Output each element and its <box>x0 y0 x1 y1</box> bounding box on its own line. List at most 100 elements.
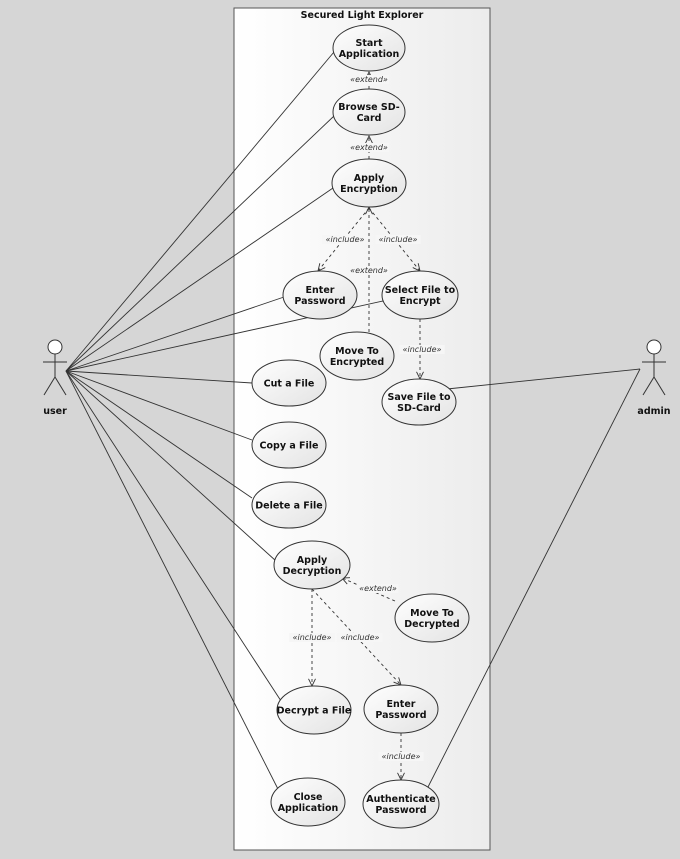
use-case-ellipse[interactable] <box>381 270 459 320</box>
association-admin-save <box>446 368 641 390</box>
use-case-label: Encrypted <box>330 357 384 368</box>
relation-label: «include» <box>326 235 365 244</box>
use-case-label: Encryption <box>340 184 398 195</box>
actor-left-leg <box>43 376 56 396</box>
use-case-label: Apply <box>297 555 328 566</box>
use-case-ellipse[interactable] <box>273 540 351 590</box>
relation-label-bg <box>348 266 390 275</box>
use-case-label: Start <box>355 38 382 49</box>
relation-label: «include» <box>403 345 442 354</box>
association-user-copy <box>65 370 253 441</box>
use-case-label: SD-Card <box>397 403 441 414</box>
use-case-ellipse[interactable] <box>282 270 358 320</box>
use-case-ellipse[interactable] <box>363 684 439 734</box>
use-case-label: Move To <box>335 346 379 357</box>
relation-label-bg <box>337 633 383 642</box>
actor-left-leg <box>642 376 655 396</box>
use-case-label: Authenticate <box>366 794 435 805</box>
use-case-ellipse[interactable] <box>251 481 327 529</box>
use-case-label: Encrypt <box>399 296 441 307</box>
use-case-ellipse[interactable] <box>394 593 470 643</box>
relation-label: «include» <box>293 633 332 642</box>
actor-admin[interactable]: admin <box>637 339 671 417</box>
use-case-label: Decrypted <box>404 619 459 630</box>
actor-label: admin <box>637 406 670 417</box>
actor-right-leg <box>54 376 67 396</box>
use-case-delete[interactable]: Delete a File <box>251 481 327 529</box>
use-case-label: Cut a File <box>264 379 315 390</box>
use-case-label: Delete a File <box>255 501 322 512</box>
relation-label-bg <box>375 235 421 244</box>
dashed-line <box>368 207 421 272</box>
system-title: Secured Light Explorer <box>301 10 424 21</box>
dashed-line <box>317 207 370 272</box>
association-user-browse <box>65 115 335 372</box>
use-case-label: Decryption <box>283 566 342 577</box>
use-case-browse[interactable]: Browse SD-Card <box>332 88 406 136</box>
use-case-label: Application <box>278 803 339 814</box>
use-case-cut[interactable]: Cut a File <box>251 359 327 407</box>
association-user-delete <box>65 370 253 499</box>
actor-label: user <box>43 406 67 417</box>
use-case-label: Enter <box>387 699 416 710</box>
use-case-label: Browse SD- <box>338 102 400 113</box>
association-user-decrypt <box>65 370 277 562</box>
association-admin-auth <box>427 368 641 788</box>
actors: user admin <box>43 339 671 417</box>
relation-label-bg <box>378 752 424 761</box>
dashed-line <box>341 577 396 602</box>
actor-head <box>646 339 662 355</box>
open-arrowhead <box>365 134 373 144</box>
use-case-label: Application <box>339 49 400 60</box>
actor-user[interactable]: user <box>43 339 67 417</box>
use-case-copy[interactable]: Copy a File <box>251 421 327 469</box>
use-case-ellipse[interactable] <box>270 777 346 827</box>
use-case-label: Apply <box>354 173 385 184</box>
association-user-close <box>65 370 281 794</box>
use-case-ellipse[interactable] <box>331 158 407 208</box>
use-case-ellipse[interactable] <box>251 421 327 469</box>
use-case-ellipse[interactable] <box>381 378 457 426</box>
use-case-ellipse[interactable] <box>332 24 406 72</box>
relation-label: «include» <box>379 235 418 244</box>
use-case-label: Password <box>375 805 426 816</box>
use-case-label: Password <box>294 296 345 307</box>
use-case-label: Save File to <box>387 392 450 403</box>
use-case-ellipse[interactable] <box>362 779 440 829</box>
association-user-start <box>65 51 335 372</box>
use-case-ellipse[interactable] <box>276 685 352 735</box>
use-case-label: Copy a File <box>260 441 319 452</box>
actor-right-leg <box>653 376 666 396</box>
relation-label: «include» <box>341 633 380 642</box>
use-case-label: Close <box>294 792 323 803</box>
relation-browse-start: «extend» <box>348 70 390 89</box>
use-case-label: Decrypt a File <box>277 706 352 717</box>
relation-label: «extend» <box>359 584 397 593</box>
use-case-ellipse[interactable] <box>251 359 327 407</box>
association-user-encrypt <box>65 187 334 372</box>
use-case-decfile[interactable]: Decrypt a File <box>276 685 352 735</box>
relationship-lines: «extend» «extend» «include» «include» «exten… <box>289 70 445 782</box>
association-lines <box>65 51 641 794</box>
relation-label-bg <box>322 235 368 244</box>
relation-label: «extend» <box>350 143 388 152</box>
relation-label-bg <box>399 345 445 354</box>
relation-label: «include» <box>382 752 421 761</box>
relation-label-bg <box>348 75 390 84</box>
use-case-ellipse[interactable] <box>332 88 406 136</box>
use-case-ellipse[interactable] <box>319 331 395 381</box>
association-user-pwd1 <box>65 296 285 372</box>
association-user-decfile <box>65 370 284 705</box>
